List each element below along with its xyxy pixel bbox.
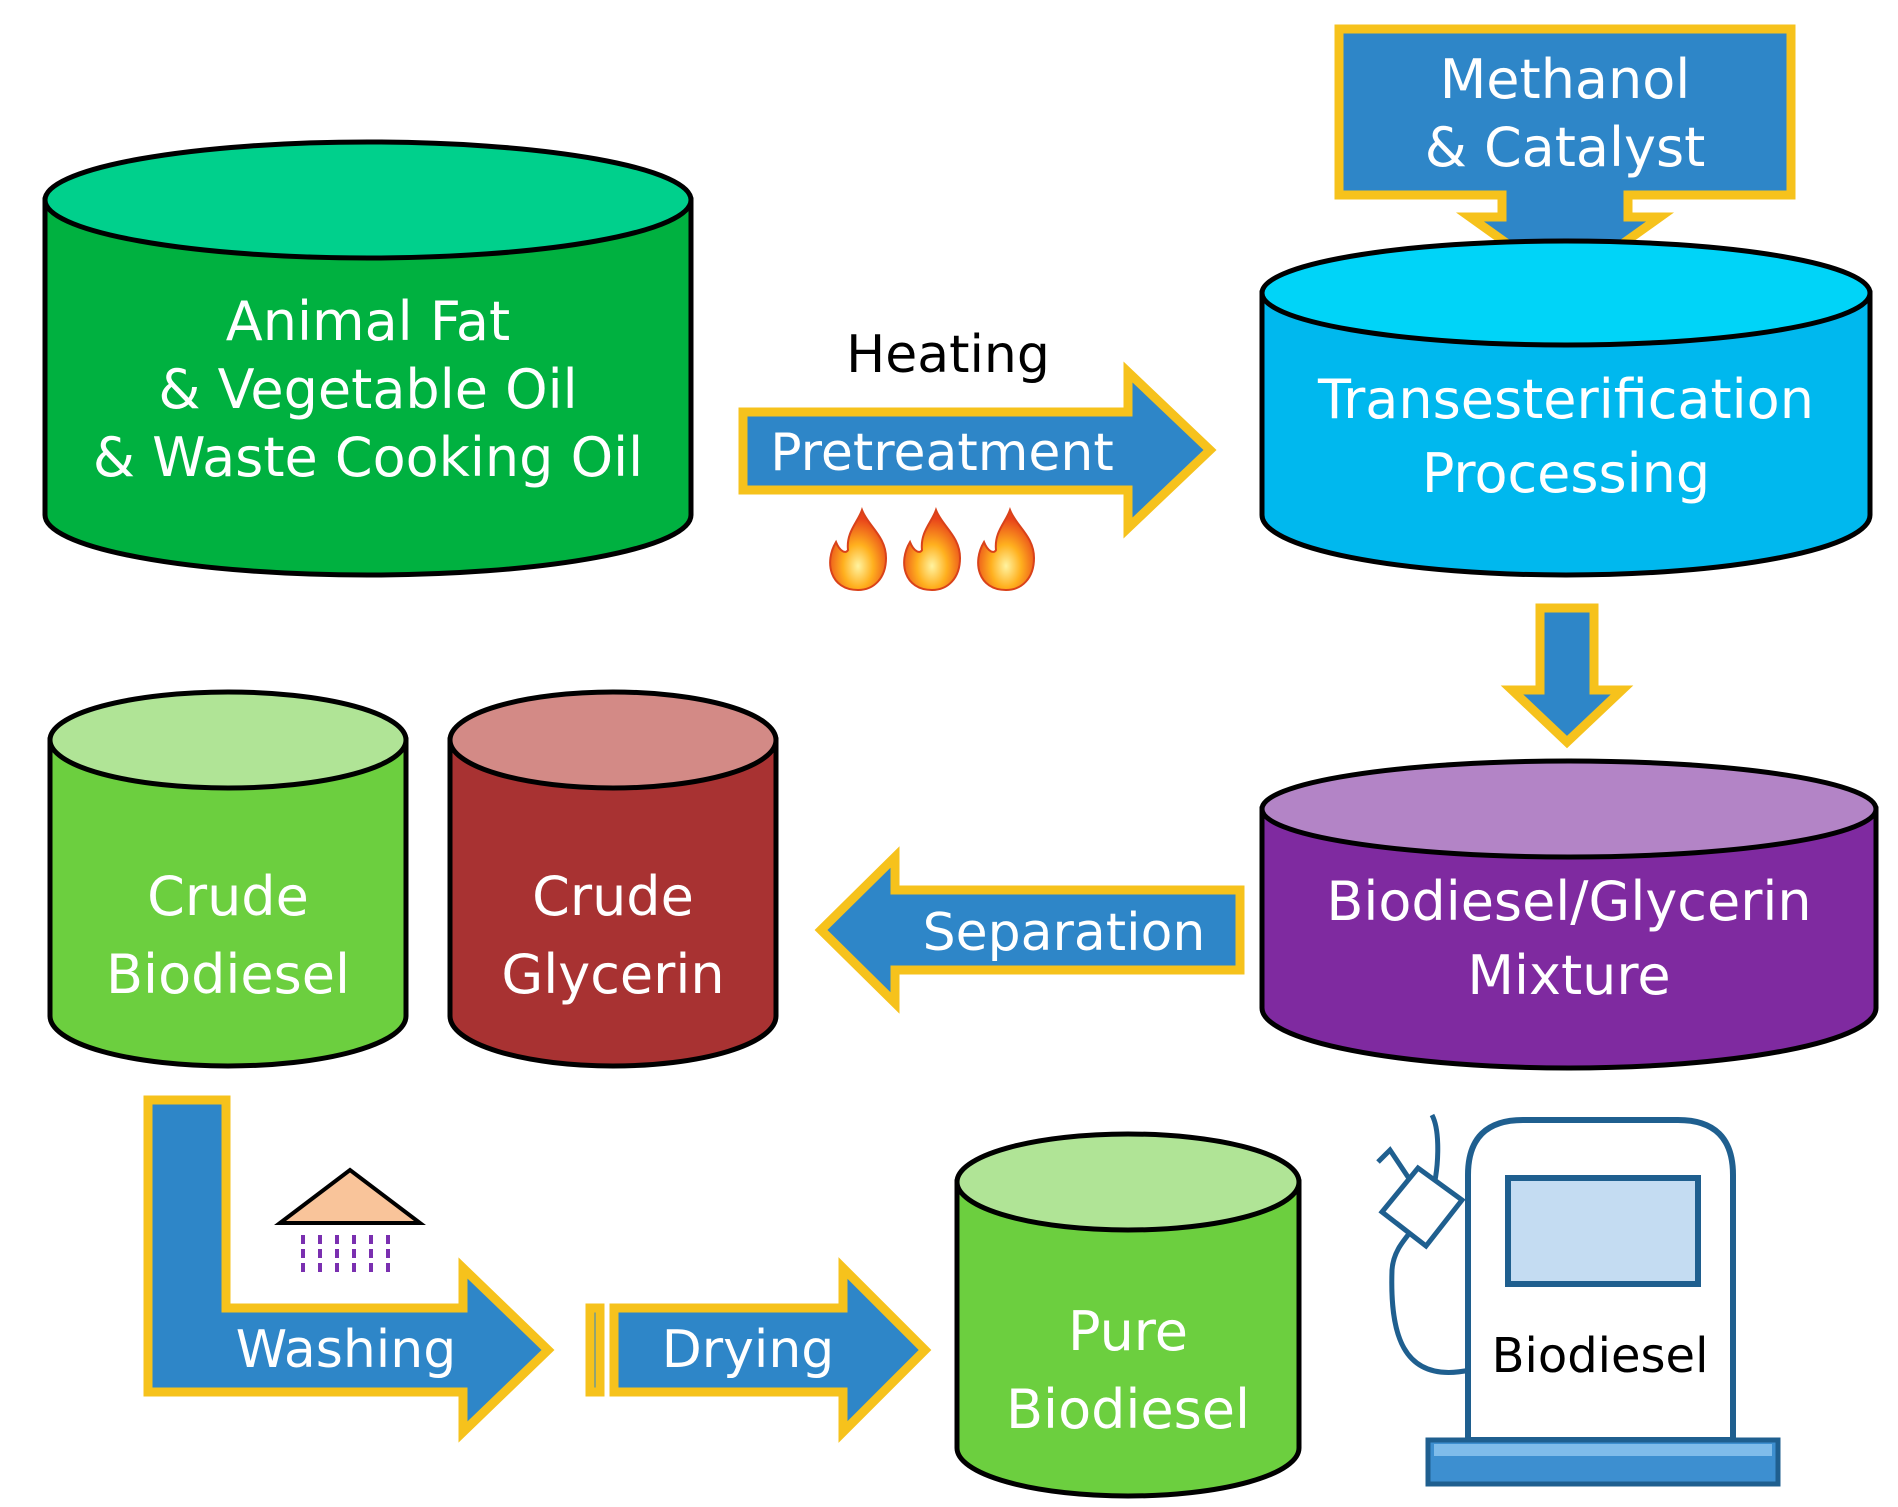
- tank-mixture: Biodiesel/Glycerin Mixture: [1259, 758, 1879, 1071]
- tank-transesterification-label-line1: Transesterification: [1317, 368, 1814, 431]
- arrow-washing: Washing: [143, 1095, 555, 1443]
- tank-feedstock-body: [42, 197, 694, 578]
- input-methanol-catalyst: Methanol & Catalyst: [1334, 24, 1796, 291]
- shower-icon: [274, 1167, 426, 1275]
- tank-transesterification-top: [1259, 238, 1873, 348]
- tank-crude-glycerin-top: [447, 689, 779, 791]
- tank-pure-biodiesel: Pure Biodiesel: [954, 1131, 1302, 1499]
- tank-crude-glycerin-label-line2: Glycerin: [501, 943, 724, 1006]
- tank-feedstock-label-line1: Animal Fat: [226, 290, 510, 353]
- tank-crude-biodiesel-label-line2: Biodiesel: [106, 943, 350, 1006]
- tank-feedstock-top: [42, 139, 694, 261]
- arrow-heating-label: Heating: [846, 325, 1050, 385]
- fuel-pump-screen: [1505, 1175, 1701, 1287]
- fuel-pump-icon: Biodiesel: [1376, 1113, 1781, 1487]
- arrow-pretreatment-label: Pretreatment: [770, 423, 1114, 483]
- tank-crude-biodiesel-top: [47, 689, 409, 791]
- arrow-washing-shape: [143, 1095, 555, 1443]
- fuel-pump-hose: [1389, 1113, 1471, 1375]
- input-box-label-line1: Methanol: [1440, 48, 1691, 111]
- tank-crude-biodiesel-body: [47, 737, 409, 1069]
- arrow-down-to-mixture: [1500, 603, 1634, 749]
- tank-crude-biodiesel: Crude Biodiesel: [47, 689, 409, 1069]
- flame-icon: [903, 507, 962, 592]
- flames: [829, 507, 1036, 592]
- tank-mixture-label-line2: Mixture: [1467, 944, 1670, 1007]
- tank-feedstock: Animal Fat & Vegetable Oil & Waste Cooki…: [42, 139, 694, 578]
- tank-mixture-top: [1259, 758, 1879, 860]
- fuel-pump-nozzle: [1378, 1164, 1466, 1250]
- tank-transesterification: Transesterification Processing: [1259, 238, 1873, 578]
- arrow-drying-tail-bar: [585, 1303, 605, 1397]
- tank-mixture-label-line1: Biodiesel/Glycerin: [1326, 870, 1811, 933]
- tank-pure-biodiesel-label-line1: Pure: [1068, 1300, 1188, 1363]
- arrow-drying-shape: [609, 1257, 932, 1443]
- arrow-separation-shape: [814, 846, 1245, 1014]
- arrow-drying: Drying: [585, 1257, 932, 1443]
- tank-feedstock-label-line2: & Vegetable Oil: [158, 358, 577, 421]
- arrow-pretreatment: Heating Pretreatment: [738, 325, 1217, 539]
- arrow-washing-label: Washing: [236, 1320, 456, 1380]
- tank-pure-biodiesel-label-line2: Biodiesel: [1006, 1378, 1250, 1441]
- input-box-label-line2: & Catalyst: [1425, 116, 1706, 179]
- tank-crude-glycerin-label-line1: Crude: [532, 865, 694, 928]
- arrow-separation-label: Separation: [923, 903, 1206, 963]
- tank-pure-biodiesel-top: [954, 1131, 1302, 1233]
- fuel-pump-label: Biodiesel: [1492, 1328, 1709, 1384]
- tank-transesterification-label-line2: Processing: [1422, 442, 1710, 505]
- tank-feedstock-label-line3: & Waste Cooking Oil: [93, 426, 643, 489]
- tank-crude-glycerin-body: [447, 737, 779, 1069]
- tank-transesterification-body: [1259, 290, 1873, 578]
- arrow-pretreatment-shape: [738, 361, 1217, 539]
- arrow-drying-label: Drying: [662, 1320, 835, 1380]
- flame-icon: [977, 507, 1036, 592]
- tank-pure-biodiesel-body: [954, 1179, 1302, 1499]
- tank-crude-biodiesel-label-line1: Crude: [147, 865, 309, 928]
- tank-mixture-body: [1259, 806, 1879, 1071]
- flame-icon: [829, 507, 888, 592]
- tank-crude-glycerin: Crude Glycerin: [447, 689, 779, 1069]
- arrow-separation: Separation: [814, 846, 1245, 1014]
